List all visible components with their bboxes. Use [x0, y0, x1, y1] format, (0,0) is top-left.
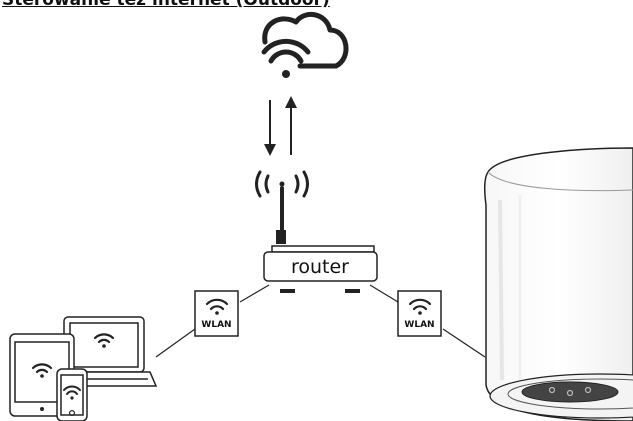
- wlan-label-left: WLAN: [201, 320, 231, 330]
- smartphone: [56, 368, 88, 421]
- router: router: [263, 230, 378, 293]
- wifi-icon: [408, 298, 432, 315]
- cloud-wifi-icon: [261, 12, 349, 78]
- data-flow-arrows: [264, 96, 297, 156]
- wlan-label-right: WLAN: [404, 320, 434, 330]
- wlan-badge-right: WLAN: [397, 290, 442, 337]
- water-heater: [483, 147, 633, 421]
- wifi-icon: [31, 363, 53, 378]
- wifi-icon: [63, 385, 81, 400]
- antenna-signal-icon: [255, 170, 309, 232]
- diagram-title: Sterowanie tez internet (Outdoor): [2, 0, 330, 10]
- router-label: router: [291, 256, 349, 278]
- connection-lines: [155, 284, 486, 358]
- wlan-badge-left: WLAN: [194, 290, 239, 337]
- laptop: [50, 316, 158, 387]
- wifi-icon: [205, 298, 229, 315]
- wifi-icon: [93, 333, 115, 348]
